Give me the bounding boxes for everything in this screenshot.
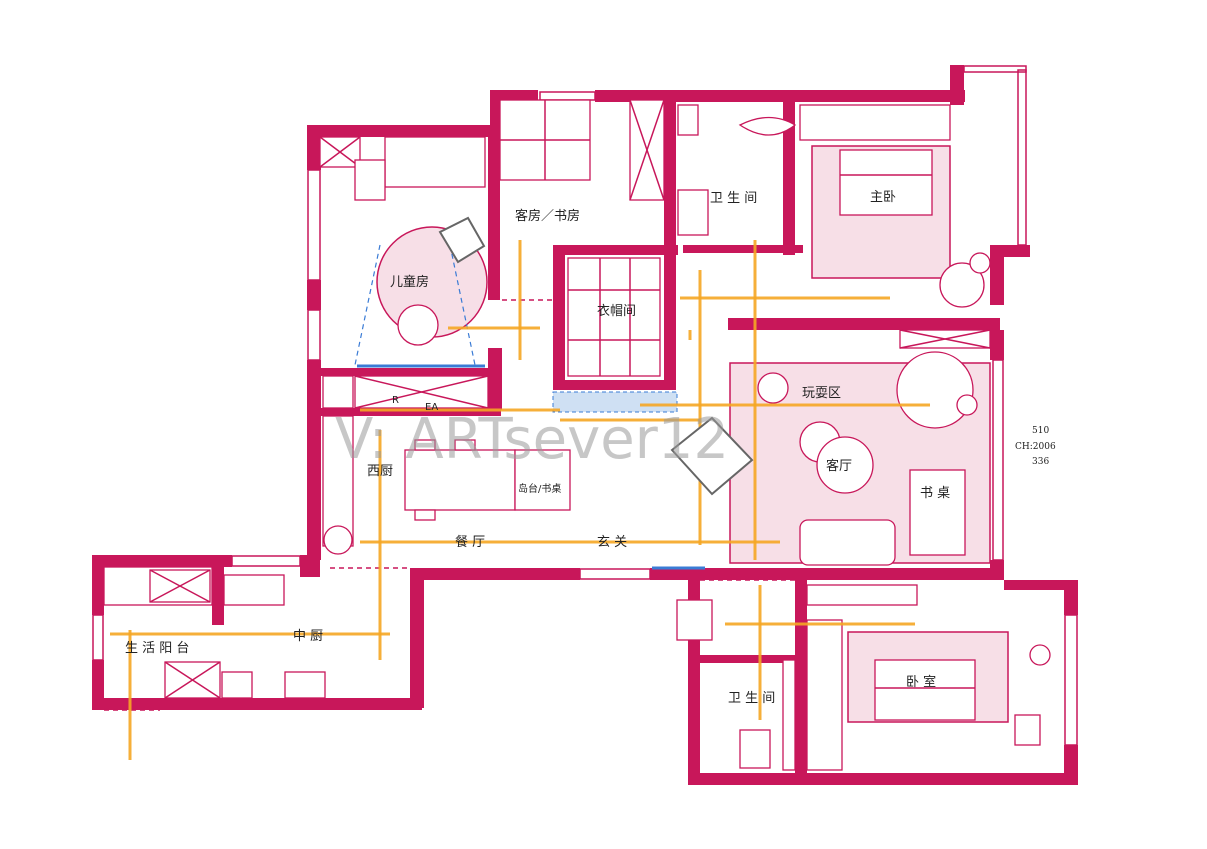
label-master-bedroom: 主卧 <box>870 190 896 205</box>
label-island: 岛台/书桌 <box>518 482 561 495</box>
label-bathroom-top: 卫 生 间 <box>710 191 757 206</box>
label-entrance: 玄 关 <box>597 535 627 550</box>
label-dining: 餐 厅 <box>455 534 485 550</box>
furniture <box>103 99 1051 771</box>
dashed-guides <box>104 244 795 711</box>
label-utility-balcony: 生 活 阳 台 <box>125 641 189 656</box>
label-guest-study: 客房／书房 <box>515 208 580 224</box>
label-western-kitchen: 西厨 <box>367 464 393 479</box>
note-line-1: 510 <box>1032 426 1049 436</box>
circulation-paths <box>110 240 930 760</box>
note-line-2: CH:2006 <box>1015 442 1056 452</box>
windows <box>92 65 1078 746</box>
label-chinese-kitchen: 中 厨 <box>293 629 323 644</box>
label-living-room: 客厅 <box>826 458 852 474</box>
walls <box>92 65 1078 785</box>
sketch-chairs <box>438 216 754 496</box>
label-cloakroom: 衣帽间 <box>597 303 636 319</box>
cabinet-mark-ea: EA <box>425 402 438 413</box>
room-labels: 客房／书房 卫 生 间 主卧 儿童房 衣帽间 玩耍区 客厅 书 桌 西厨 岛台/… <box>125 190 950 706</box>
dimension-note: 510 CH:2006 336 <box>1015 426 1056 467</box>
watermark: V: ARTsever12 <box>335 407 729 472</box>
label-play-area: 玩耍区 <box>802 386 841 401</box>
note-line-3: 336 <box>1032 457 1049 467</box>
label-kids-room: 儿童房 <box>390 274 429 290</box>
label-bathroom-bottom: 卫 生 间 <box>728 691 775 706</box>
label-desk: 书 桌 <box>920 486 950 501</box>
label-bedroom: 卧 室 <box>906 674 936 690</box>
cabinet-mark-r: R <box>392 395 399 406</box>
